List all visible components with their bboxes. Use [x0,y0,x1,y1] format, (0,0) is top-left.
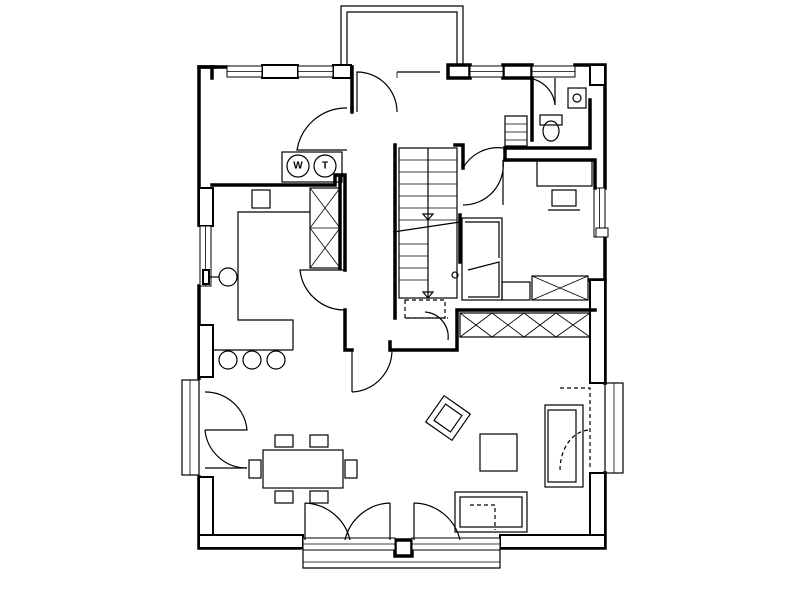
south-bay-window [302,548,501,569]
dryer: T [313,154,337,178]
cabinet-row [459,312,591,338]
entry-canopy [340,5,464,65]
utility-room: W T [281,151,343,183]
dining-table [248,434,358,504]
dryer-label: T [322,161,328,172]
living-area [248,394,584,533]
door-swings [204,71,591,541]
wc [504,87,587,147]
east-bay-window [604,382,624,474]
wall-piers [198,64,606,549]
armchair [424,394,472,442]
west-bay-window [181,379,200,476]
study [461,159,593,301]
sofa-south [454,491,528,533]
coffee-table [479,433,518,472]
washer-label: W [293,161,303,172]
interior-walls [210,76,597,352]
washing-machine: W [286,154,310,178]
windows [199,65,609,551]
sofa-east [544,404,584,488]
kitchen [202,187,341,370]
staircase [392,147,461,319]
